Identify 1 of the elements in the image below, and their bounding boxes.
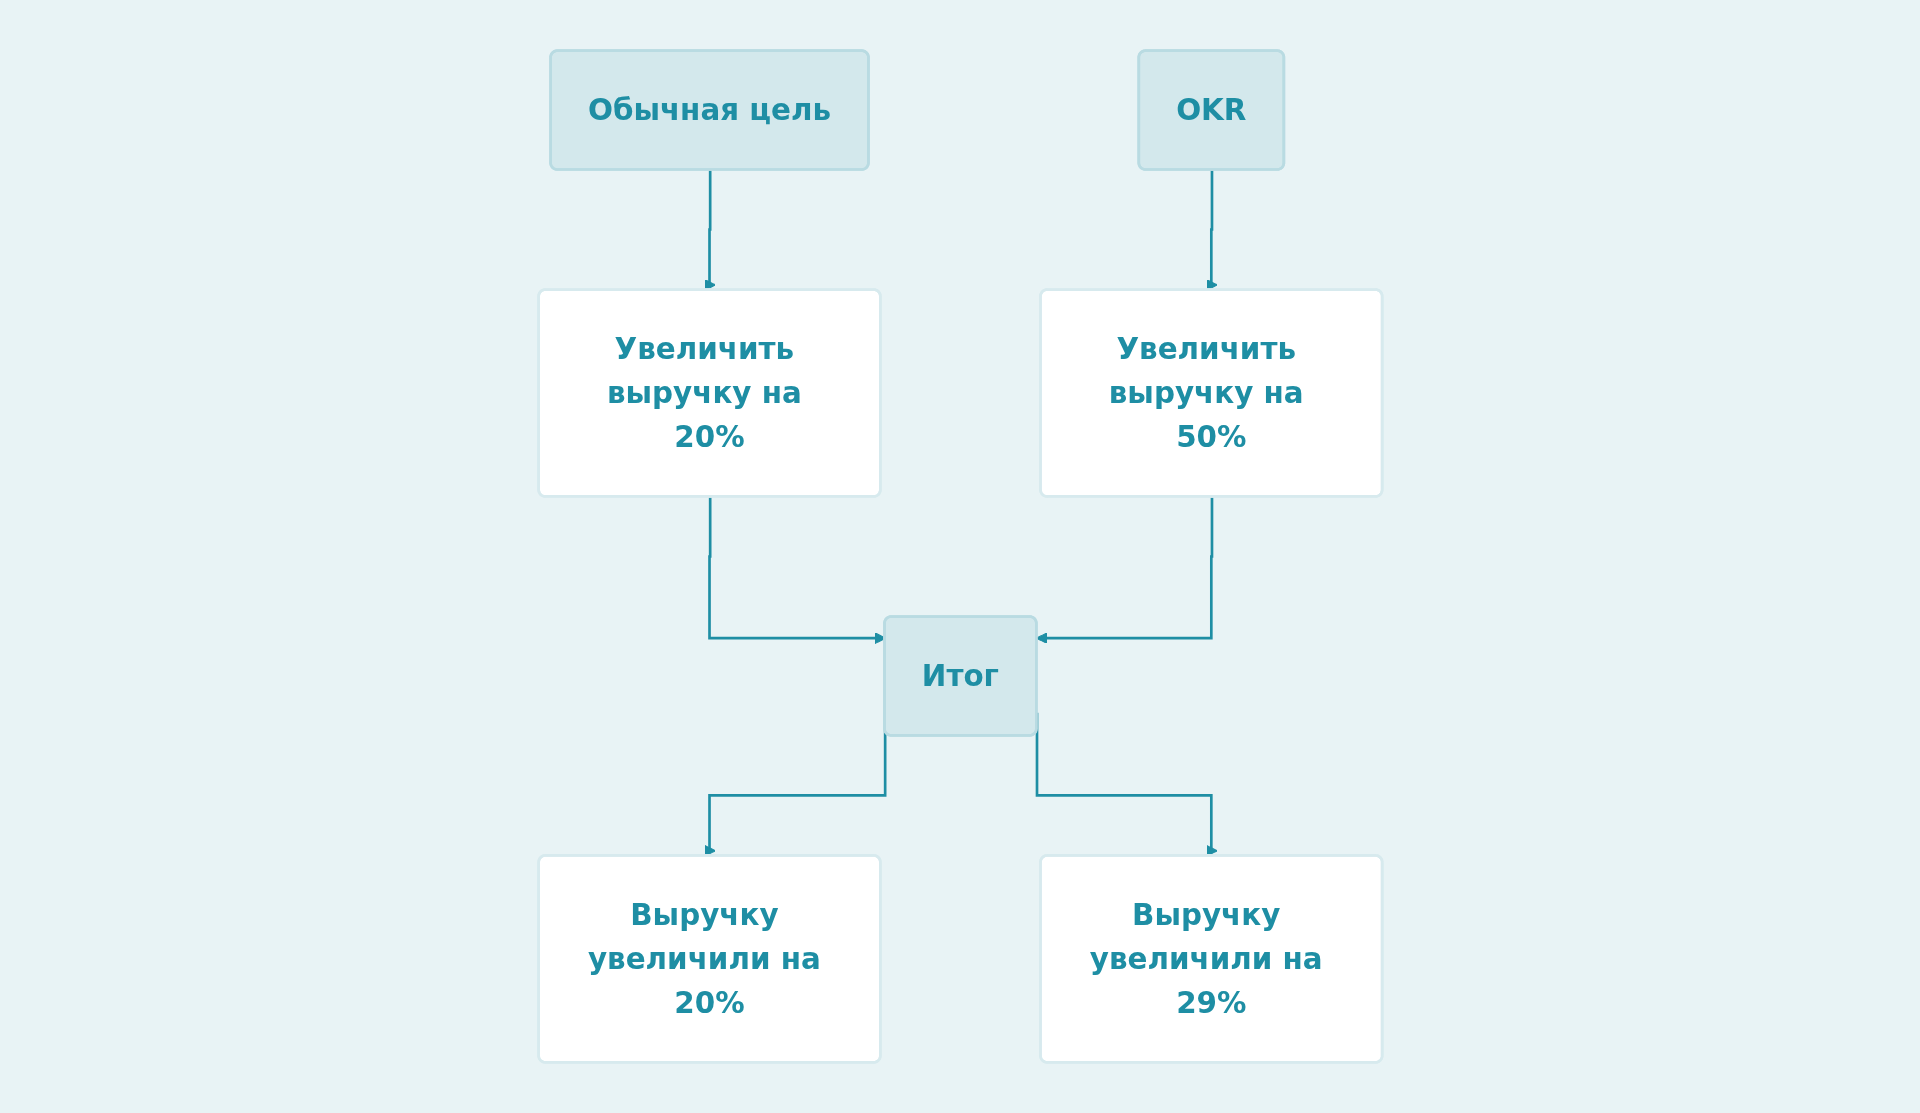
arrow (1035, 497, 1213, 644)
